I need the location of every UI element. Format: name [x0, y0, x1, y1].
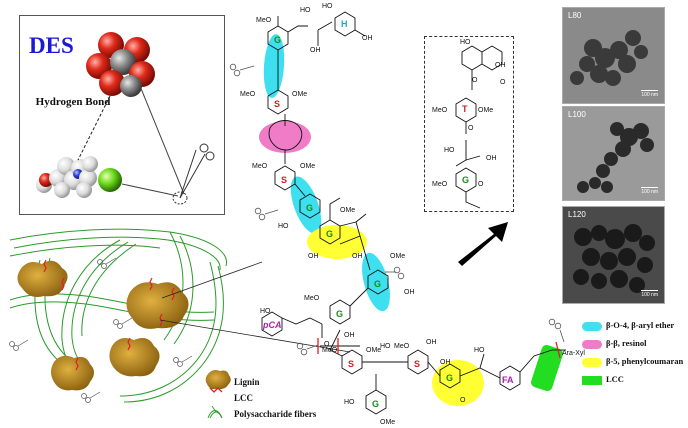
- svg-text:MeO: MeO: [240, 91, 256, 98]
- choline-chloride-model: [36, 156, 122, 198]
- svg-text:OMe: OMe: [478, 107, 493, 114]
- hydrogen-bond-label: Hydrogen Bond: [35, 96, 111, 108]
- svg-text:HO: HO: [474, 347, 485, 354]
- ring-label-g: G: [326, 229, 333, 239]
- svg-text:Ara-Xyl: Ara-Xyl: [562, 350, 585, 357]
- svg-text:HO: HO: [322, 3, 333, 10]
- svg-text:OH: OH: [362, 35, 373, 42]
- svg-text:OMe: OMe: [380, 419, 395, 426]
- svg-text:OH: OH: [310, 47, 321, 54]
- acid-molecule-model: [86, 32, 155, 97]
- legend-fibers-label: Polysaccharide fibers: [234, 409, 317, 419]
- legend-phenylcoumaran-label: β-5, phenylcoumaran: [606, 356, 684, 366]
- scissors-icon: [172, 143, 215, 205]
- ring-label-g: G: [462, 175, 469, 185]
- lcc-bond-icon: [209, 387, 223, 393]
- des-title: DES: [29, 33, 74, 58]
- svg-text:OH: OH: [344, 332, 355, 339]
- svg-text:MeO: MeO: [432, 107, 448, 114]
- ring-label-pca: pCA: [262, 320, 282, 330]
- svg-text:HO: HO: [380, 343, 391, 350]
- svg-text:HO: HO: [300, 7, 311, 14]
- tricin-dashed-box: [424, 36, 514, 212]
- legend-aryl-ether-label: β-O-4, β-aryl ether: [606, 320, 675, 330]
- legend-lcc-label: LCC: [606, 374, 624, 384]
- ring-label-s: S: [274, 99, 280, 109]
- linkage-highlights: [259, 34, 563, 406]
- svg-text:OH: OH: [352, 253, 363, 260]
- svg-text:OH: OH: [404, 289, 415, 296]
- ring-label-g: G: [446, 373, 453, 383]
- svg-text:O: O: [460, 397, 466, 404]
- structure-scissors: [229, 63, 565, 356]
- svg-text:O: O: [324, 341, 330, 348]
- ring-label-s: S: [281, 175, 287, 185]
- lignin-skeleton: [261, 11, 566, 415]
- svg-text:OMe: OMe: [390, 253, 405, 260]
- svg-text:MeO: MeO: [432, 181, 448, 188]
- legend-swatch-lcc: [582, 376, 602, 385]
- svg-text:HO: HO: [344, 399, 355, 406]
- ring-label-h: H: [341, 19, 348, 29]
- fiber-icon: [207, 405, 223, 419]
- ring-label-fa: FA: [502, 375, 514, 385]
- lignin-blob-icon: [205, 370, 231, 390]
- svg-text:O: O: [500, 79, 506, 86]
- ring-label-s: S: [348, 359, 354, 369]
- tem-image-l80: L80 100 nm: [562, 7, 665, 104]
- ring-label-g: G: [336, 309, 343, 319]
- substituent-labels: HO HO OH MeO OH MeO OMe MeO OMe HO OMe O…: [240, 3, 585, 426]
- tricin-structure: [455, 45, 503, 209]
- svg-text:MeO: MeO: [322, 347, 338, 354]
- svg-text:OMe: OMe: [366, 347, 381, 354]
- ring-label-t: T: [462, 104, 468, 114]
- svg-text:OMe: OMe: [292, 91, 307, 98]
- legend-swatch-phenylcoumaran: [582, 358, 602, 367]
- svg-text:HO: HO: [278, 223, 289, 230]
- svg-text:MeO: MeO: [394, 343, 410, 350]
- ring-label-g: G: [374, 279, 381, 289]
- ring-label-g: G: [274, 35, 281, 45]
- ring-label-g: G: [306, 203, 313, 213]
- svg-text:HO: HO: [460, 39, 471, 46]
- ring-label-g: G: [372, 399, 379, 409]
- tem-image-l120: L120 100 nm: [562, 206, 665, 304]
- svg-text:O: O: [478, 181, 484, 188]
- legend-resinol-label: β-β, resinol: [606, 338, 647, 348]
- tem-image-l100: L100 100 nm: [562, 106, 665, 201]
- svg-text:MeO: MeO: [252, 163, 268, 170]
- lignin-blobs: [17, 260, 189, 391]
- svg-text:OMe: OMe: [340, 207, 355, 214]
- svg-text:O: O: [468, 125, 474, 132]
- svg-text:OH: OH: [495, 62, 506, 69]
- svg-text:OH: OH: [426, 339, 437, 346]
- structure-lcc-marks: [317, 338, 561, 359]
- legend-swatch-aryl-ether: [582, 322, 602, 331]
- legend-lcc-label: LCC: [234, 393, 254, 403]
- svg-text:HO: HO: [444, 147, 455, 154]
- svg-text:OMe: OMe: [300, 163, 315, 170]
- svg-text:OH: OH: [308, 253, 319, 260]
- svg-text:O: O: [472, 77, 478, 84]
- cell-wall-illustration: [9, 228, 227, 403]
- legend-swatch-resinol: [582, 340, 602, 349]
- legend-lignin-label: Lignin: [234, 377, 260, 387]
- tricin-labels: HO OH O O MeO OMe O HO OH MeO O: [432, 39, 506, 188]
- svg-text:OH: OH: [440, 359, 451, 366]
- svg-text:HO: HO: [260, 308, 271, 315]
- linkage-legend: β-O-4, β-aryl ether β-β, resinol β-5, ph…: [582, 320, 686, 394]
- arrow-icon: [458, 222, 508, 266]
- svg-text:MeO: MeO: [304, 295, 320, 302]
- ring-label-s: S: [414, 359, 420, 369]
- svg-text:MeO: MeO: [256, 17, 272, 24]
- svg-text:OH: OH: [486, 155, 497, 162]
- cell-wall-scissors: [9, 257, 193, 403]
